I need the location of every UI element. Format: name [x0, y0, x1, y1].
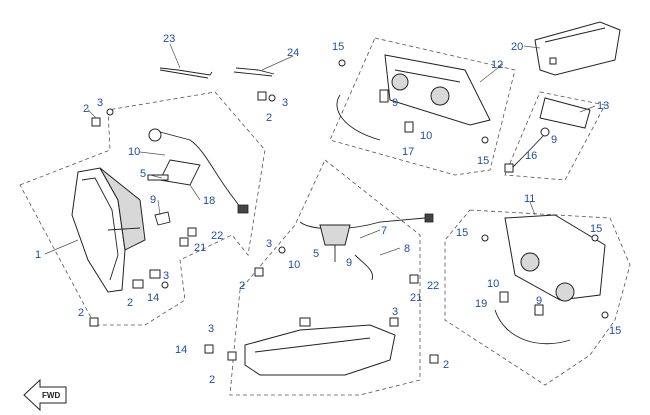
callout-20: 20 [511, 41, 523, 53]
callout-3: 3 [163, 270, 169, 282]
callout-2: 2 [83, 103, 89, 115]
callout-16: 16 [525, 150, 537, 162]
callout-7: 7 [381, 225, 387, 237]
right-taillight-group-outline [329, 37, 516, 176]
callout-2: 2 [209, 374, 215, 386]
callout-12: 12 [491, 59, 503, 71]
callout-2: 2 [78, 307, 84, 319]
center-headlight-group-outline [229, 159, 421, 396]
callout-22: 22 [427, 280, 439, 292]
left-headlight-assembly [71, 91, 276, 327]
callout-14: 14 [175, 344, 187, 356]
callout-10: 10 [487, 278, 499, 290]
callout-3: 3 [392, 306, 398, 318]
callout-3: 3 [282, 97, 288, 109]
callout-10: 10 [420, 130, 432, 142]
callout-labels: 1 2 2 2 2 2 2 2 3 3 3 3 3 3 5 5 7 8 9 9 … [35, 33, 621, 386]
callout-5: 5 [140, 168, 146, 180]
callout-9: 9 [346, 257, 352, 269]
callout-15: 15 [456, 227, 468, 239]
callout-17: 17 [402, 146, 414, 158]
licence-light-group-outline [504, 91, 606, 181]
callout-15: 15 [477, 155, 489, 167]
callout-9: 9 [150, 194, 156, 206]
left-headlight-group-outline [19, 91, 266, 326]
leader-lines [44, 43, 596, 256]
callout-9: 9 [536, 295, 542, 307]
group-outlines [19, 37, 631, 396]
callout-2: 2 [127, 297, 133, 309]
callout-21: 21 [194, 242, 206, 254]
callout-5: 5 [313, 248, 319, 260]
callout-9: 9 [551, 134, 557, 146]
reflector-panel [534, 21, 621, 76]
tail-light-assembly [336, 54, 491, 144]
callout-3: 3 [97, 97, 103, 109]
fwd-arrow: FWD [23, 378, 67, 412]
callout-14: 14 [147, 292, 159, 304]
callout-19: 19 [475, 298, 487, 310]
callout-2: 2 [266, 112, 272, 124]
callout-2: 2 [443, 359, 449, 371]
lower-right-light-group-outline [444, 209, 631, 386]
callout-15: 15 [609, 325, 621, 337]
callout-18: 18 [203, 195, 215, 207]
callout-21: 21 [410, 292, 422, 304]
center-headlight-assembly [204, 213, 439, 376]
callout-8: 8 [404, 243, 410, 255]
brackets-23-24 [159, 67, 275, 79]
callout-15: 15 [332, 41, 344, 53]
licence-plate-light [504, 97, 591, 173]
callout-23: 23 [163, 33, 175, 45]
callout-13: 13 [597, 100, 609, 112]
callout-11: 11 [524, 193, 535, 205]
callout-1: 1 [35, 249, 41, 261]
lower-right-light-assembly [481, 214, 609, 345]
callout-9: 9 [392, 97, 398, 109]
callout-10: 10 [128, 146, 140, 158]
callout-3: 3 [266, 238, 272, 250]
callout-3: 3 [208, 323, 214, 335]
callout-10: 10 [288, 259, 300, 271]
callout-2: 2 [239, 280, 245, 292]
fwd-arrow-label: FWD [42, 391, 60, 400]
callout-24: 24 [287, 47, 299, 59]
callout-15: 15 [590, 223, 602, 235]
callout-22: 22 [211, 230, 223, 242]
